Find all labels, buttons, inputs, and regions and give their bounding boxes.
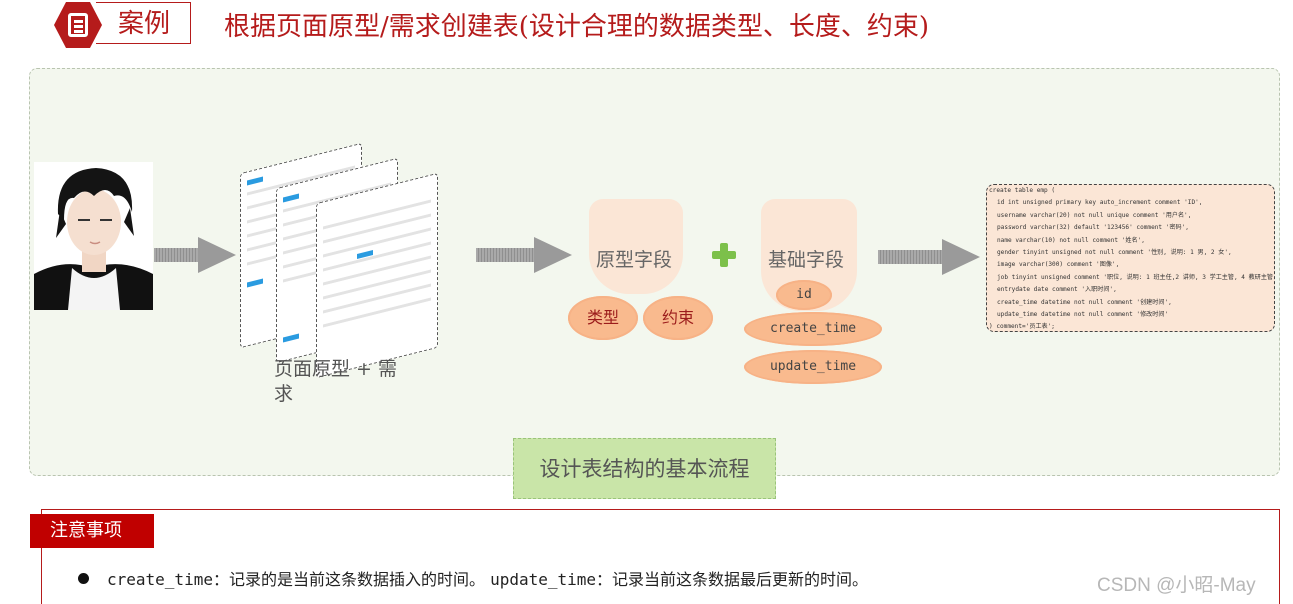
note-text: ：记录的是当前这条数据插入的时间。 [212, 570, 491, 589]
sql-line: update_time datetime not null comment '修… [997, 311, 1169, 319]
arrow-right-icon [878, 239, 982, 275]
sql-line: password varchar(32) default '123456' co… [997, 224, 1189, 232]
prototype-fields-card [589, 199, 683, 294]
page-title: 根据页面原型/需求创建表(设计合理的数据类型、长度、约束) [224, 12, 930, 42]
document-icon [54, 2, 102, 48]
create-table-sql-box: create table emp ( id int unsigned prima… [986, 184, 1275, 332]
plus-icon [709, 240, 739, 270]
note-item: create_time：记录的是当前这条数据插入的时间。 update_time… [78, 566, 868, 590]
watermark: CSDN @小昭-May [1097, 575, 1256, 596]
constraint-cloud-type: 类型 [568, 296, 638, 340]
base-fields-title: 基础字段 [768, 249, 845, 271]
notes-tag: 注意事项 [30, 514, 154, 548]
field-cloud-update-time: update_time [744, 350, 882, 384]
sql-line: create table emp ( [989, 187, 1056, 194]
note-keyword: update_time [490, 570, 597, 589]
case-tag: 案例 [96, 2, 191, 44]
prototype-fields-title: 原型字段 [596, 249, 673, 271]
arrow-right-icon [476, 237, 572, 273]
field-cloud-create-time: create_time [744, 312, 882, 346]
flow-label-box: 设计表结构的基本流程 [513, 438, 776, 499]
user-avatar-illustration [34, 162, 153, 310]
sql-line: entrydate date comment '入职时间', [997, 286, 1117, 294]
sql-line: id int unsigned primary key auto_increme… [997, 199, 1203, 207]
cloud-label: update_time [769, 359, 857, 374]
sql-line: name varchar(10) not null comment '姓名', [997, 236, 1145, 244]
field-cloud-id: id [776, 280, 832, 310]
note-text: ：记录当前这条数据最后更新的时间。 [596, 570, 869, 589]
sql-line: job tinyint unsigned comment '职位, 说明: 1 … [997, 273, 1275, 281]
constraint-cloud-constraint: 约束 [643, 296, 713, 340]
sql-line: create_time datetime not null comment '创… [997, 298, 1172, 306]
note-keyword: create_time [107, 570, 213, 589]
cloud-label: 类型 [586, 308, 619, 327]
bullet-icon [78, 573, 89, 584]
cloud-label: id [796, 287, 812, 302]
cloud-label: create_time [769, 321, 857, 336]
arrow-right-icon [154, 237, 236, 273]
notes-box [41, 509, 1280, 604]
cloud-label: 约束 [661, 308, 694, 327]
sql-line: image varchar(300) comment '图像', [997, 261, 1120, 269]
sql-line: ) comment='员工表'; [989, 323, 1055, 331]
sql-line: gender tinyint unsigned not null comment… [997, 249, 1232, 257]
sql-line: username varchar(20) not null unique com… [997, 211, 1192, 219]
prototype-caption: 页面原型 + 需求 [274, 358, 397, 405]
page-prototype-illustration [238, 118, 468, 379]
